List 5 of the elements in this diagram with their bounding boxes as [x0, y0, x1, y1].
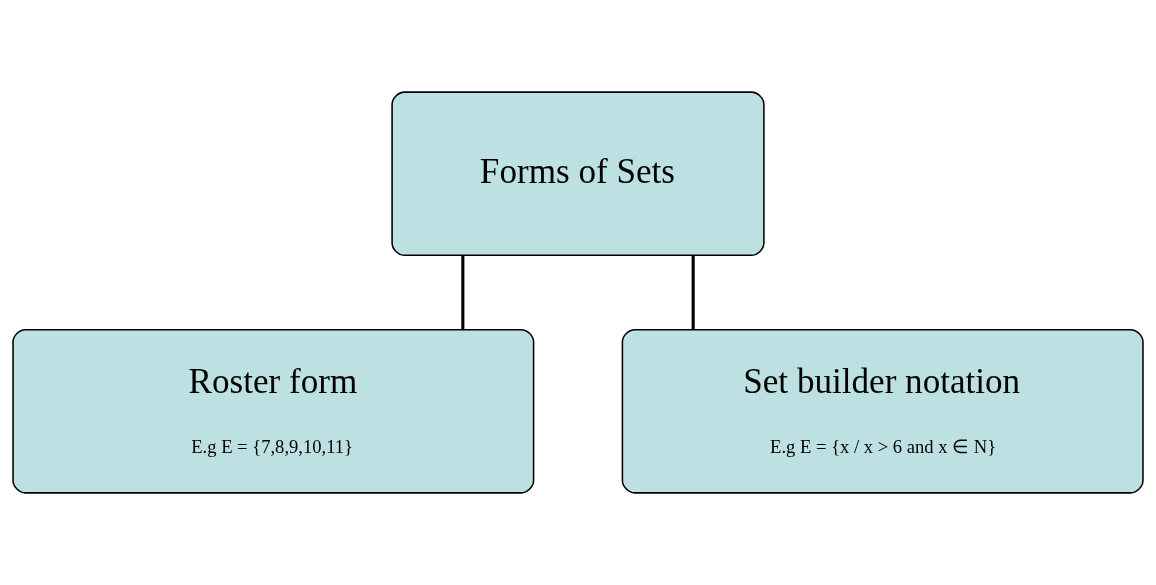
connector	[461, 255, 465, 330]
node-box: Forms of Sets	[391, 91, 765, 257]
node-box: Set builder notation E.g E = {x / x > 6 and x ∈ N}	[621, 328, 1144, 494]
connector	[691, 255, 695, 330]
node-box: Roster form E.g E = {7,8,9,10,11}	[12, 328, 535, 494]
